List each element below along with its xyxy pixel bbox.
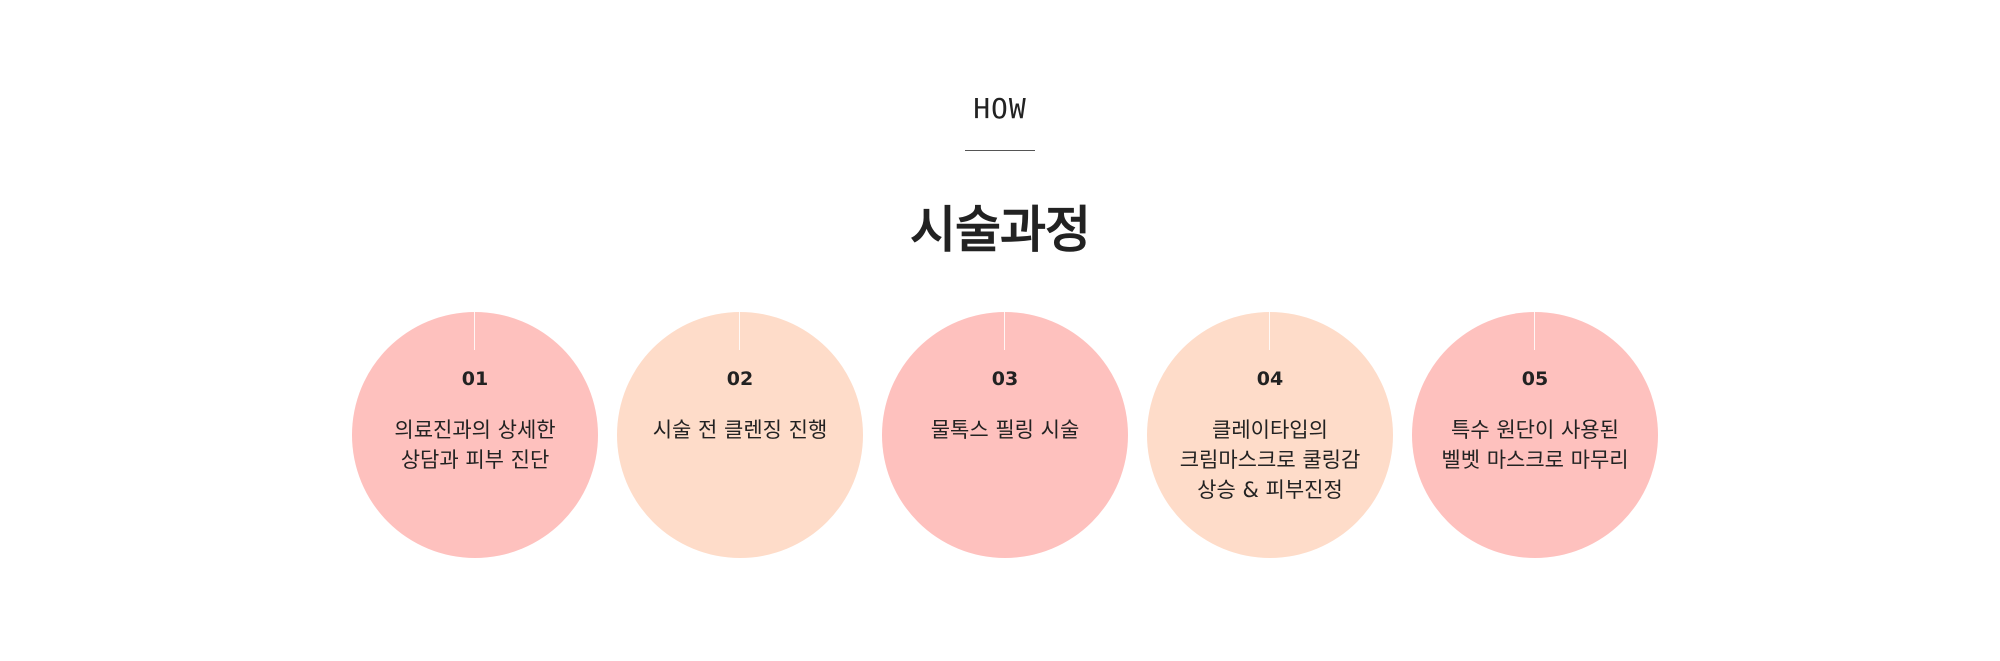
- step-circle-1: 01 의료진과의 상세한 상담과 피부 진단: [352, 312, 598, 558]
- step-number: 02: [726, 368, 754, 390]
- section-eyebrow: HOW: [973, 92, 1027, 125]
- section-title: 시술과정: [910, 201, 1091, 259]
- step-number: 01: [461, 368, 489, 390]
- step-number: 04: [1256, 368, 1284, 390]
- step-marker-line: [739, 312, 740, 350]
- step-circle-4: 04 클레이타입의 크림마스크로 쿨링감 상승 & 피부진정: [1147, 312, 1393, 558]
- step-number: 03: [991, 368, 1019, 390]
- step-circle-3: 03 물톡스 필링 시술: [882, 312, 1128, 558]
- step-marker-line: [1269, 312, 1270, 350]
- step-description: 시술 전 클렌징 진행: [652, 418, 828, 442]
- step-marker-line: [474, 312, 475, 350]
- step-circle-5: 05 특수 원단이 사용된 벨벳 마스크로 마무리: [1412, 312, 1658, 558]
- step-marker-line: [1534, 312, 1535, 350]
- step-number: 05: [1521, 368, 1549, 390]
- section-divider: [965, 150, 1035, 151]
- step-description: 클레이타입의 크림마스크로 쿨링감 상승 & 피부진정: [1179, 418, 1361, 502]
- step-description: 의료진과의 상세한 상담과 피부 진단: [394, 418, 556, 472]
- step-circle-2: 02 시술 전 클렌징 진행: [617, 312, 863, 558]
- steps-list: 01 의료진과의 상세한 상담과 피부 진단 02 시술 전 클렌징 진행 03…: [0, 312, 2000, 560]
- step-marker-line: [1004, 312, 1005, 350]
- step-description: 특수 원단이 사용된 벨벳 마스크로 마무리: [1441, 418, 1629, 472]
- step-description: 물톡스 필링 시술: [930, 418, 1080, 442]
